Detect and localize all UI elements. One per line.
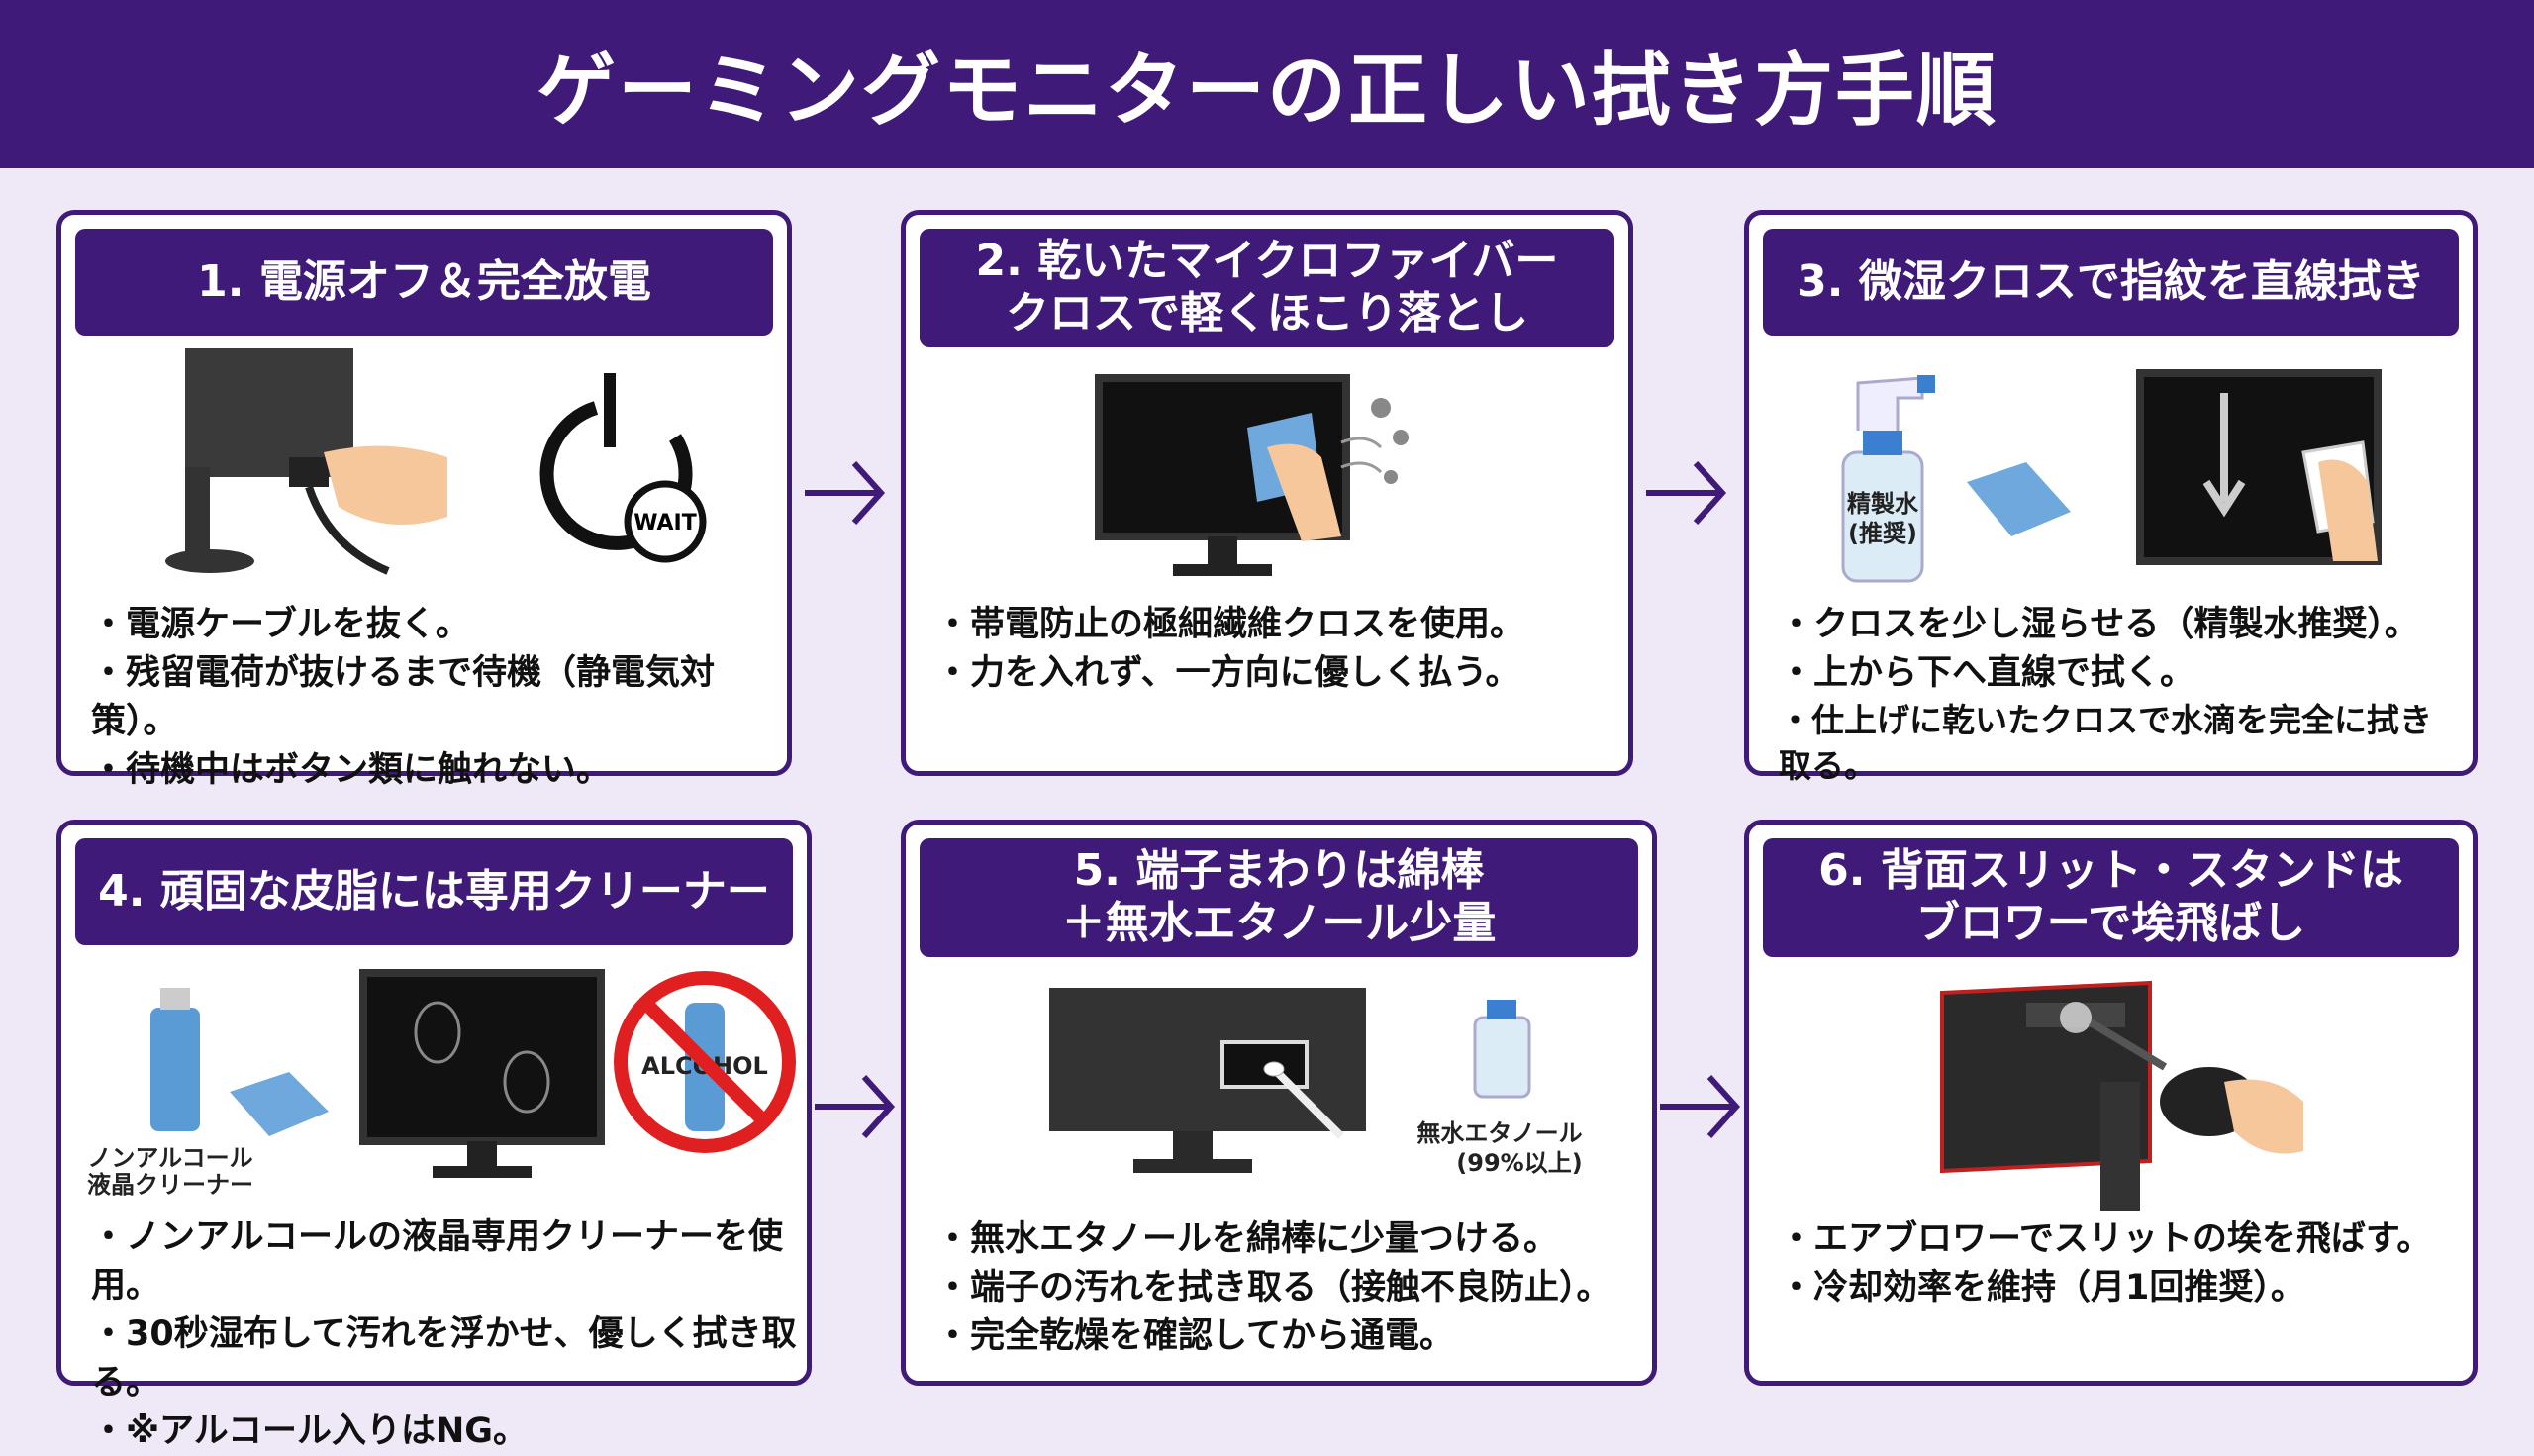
ethanol-bottle-icon: 無水エタノール(99%以上) — [1416, 1000, 1583, 1177]
step-1-panel: 1. 電源オフ＆完全放電 WAIT 電源ケーブルを抜く。 残留電荷が抜けるまで待… — [56, 210, 792, 790]
bullet: 待機中はボタン類に触れない。 — [91, 746, 777, 795]
svg-text:WAIT: WAIT — [634, 511, 697, 535]
bullet: 残留電荷が抜けるまで待機（静電気対策）。 — [91, 649, 777, 746]
arrow-right-icon — [1660, 1074, 1741, 1139]
heading-line: 6. 背面スリット・スタンドは — [1818, 845, 2403, 897]
svg-text:無水エタノール: 無水エタノール — [1416, 1119, 1582, 1147]
step-4-heading: 4. 頑固な皮脂には専用クリーナー — [75, 838, 793, 945]
damp-cloth-icon — [1967, 462, 2071, 536]
svg-text:(推奨): (推奨) — [1848, 520, 1917, 547]
bullet: 完全乾燥を確認してから通電。 — [935, 1312, 1642, 1361]
step-1-bullets: 電源ケーブルを抜く。 残留電荷が抜けるまで待機（静電気対策）。 待機中はボタン類… — [91, 601, 777, 795]
cloth-icon — [230, 1072, 329, 1136]
step-6-heading: 6. 背面スリット・スタンドはブロワーで埃飛ばし — [1763, 838, 2459, 957]
bullet: 電源ケーブルを抜く。 — [91, 601, 777, 649]
bullet: 冷却効率を維持（月1回推奨）。 — [1779, 1264, 2463, 1312]
heading-line: 1. 電源オフ＆完全放電 — [197, 255, 651, 307]
heading-line: クロスで軽くほこり落とし — [1006, 288, 1528, 339]
heading-line: 3. 微湿クロスで指紋を直線拭き — [1797, 255, 2425, 307]
bullet: 30秒湿布して汚れを浮かせ、優しく拭き取る。 — [91, 1310, 797, 1407]
svg-text:精製水: 精製水 — [1847, 490, 1919, 518]
heading-line: ＋無水エタノール少量 — [1061, 898, 1497, 948]
arrow-right-icon — [815, 1074, 896, 1139]
bullet: 力を入れず、一方向に優しく払う。 — [935, 649, 1618, 698]
step-2-heading: 2. 乾いたマイクロファイバークロスで軽くほこり落とし — [920, 229, 1614, 347]
bullet: 端子の汚れを拭き取る（接触不良防止）。 — [935, 1264, 1642, 1312]
step-5-heading: 5. 端子まわりは綿棒＋無水エタノール少量 — [920, 838, 1638, 957]
fingerprint-monitor-icon — [359, 969, 605, 1145]
hand-icon — [324, 445, 447, 525]
bullet: 仕上げに乾いたクロスで水滴を完全に拭き取る。 — [1779, 698, 2463, 789]
dust-icon — [1371, 398, 1409, 484]
heading-line: ブロワーで埃飛ばし — [1915, 898, 2306, 948]
blower-illustration — [1940, 980, 2303, 1211]
step-5-bullets: 無水エタノールを綿棒に少量つける。 端子の汚れを拭き取る（接触不良防止）。 完全… — [935, 1215, 1642, 1361]
step-6-bullets: エアブロワーでスリットの埃を飛ばす。 冷却効率を維持（月1回推奨）。 — [1779, 1215, 2463, 1312]
step-5-panel: 5. 端子まわりは綿棒＋無水エタノール少量 無水エタノール(99%以上) 無水エ… — [901, 820, 1657, 1386]
hand-icon — [2224, 1079, 2303, 1154]
step-4-bullets: ノンアルコールの液晶専用クリーナーを使用。 30秒湿布して汚れを浮かせ、優しく拭… — [91, 1213, 797, 1456]
hand-icon — [1267, 443, 1341, 541]
step-3-heading: 3. 微湿クロスで指紋を直線拭き — [1763, 229, 2459, 336]
bullet: ※アルコール入りはNG。 — [91, 1407, 797, 1456]
hand-icon — [2318, 459, 2378, 561]
bullet: ノンアルコールの液晶専用クリーナーを使用。 — [91, 1213, 797, 1310]
step-3-bullets: クロスを少し湿らせる（精製水推奨）。 上から下へ直線で拭く。 仕上げに乾いたクロ… — [1779, 601, 2463, 789]
heading-line: 4. 頑固な皮脂には専用クリーナー — [98, 865, 770, 917]
step-3-panel: 3. 微湿クロスで指紋を直線拭き 精製水(推奨) クロスを少し湿らせる（精製水推… — [1744, 210, 2478, 785]
svg-text:液晶クリーナー: 液晶クリーナー — [87, 1171, 253, 1199]
down-arrow-icon — [2202, 393, 2246, 518]
bullet: 帯電防止の極細繊維クロスを使用。 — [935, 601, 1618, 649]
spray-bottle-icon: 精製水(推奨) — [1841, 375, 1935, 583]
page-title: ゲーミングモニターの正しい拭き方手順 — [536, 45, 1998, 137]
bullet: 無水エタノールを綿棒に少量つける。 — [935, 1215, 1642, 1264]
dusting-illustration — [1095, 374, 1409, 576]
dust-icon — [2060, 1002, 2092, 1033]
title-bar: ゲーミングモニターの正しい拭き方手順 — [0, 0, 2534, 168]
no-alcohol-icon: ALCOHOL — [614, 971, 796, 1153]
plug-icon — [289, 457, 329, 487]
hdmi-port-icon — [1220, 1040, 1309, 1089]
power-wait-icon: WAIT — [539, 373, 707, 563]
arrow-right-icon — [805, 460, 886, 526]
bullet: 上から下へ直線で拭く。 — [1779, 649, 2463, 698]
svg-text:ノンアルコール: ノンアルコール — [87, 1144, 252, 1172]
cotton-swab-icon — [1274, 1069, 1344, 1139]
step-1-heading: 1. 電源オフ＆完全放電 — [75, 229, 773, 336]
bullet: クロスを少し湿らせる（精製水推奨）。 — [1779, 601, 2463, 649]
svg-text:(99%以上): (99%以上) — [1456, 1149, 1582, 1177]
heading-line: 2. 乾いたマイクロファイバー — [975, 236, 1559, 287]
unplug-illustration: WAIT — [165, 348, 707, 575]
bullet: エアブロワーでスリットの埃を飛ばす。 — [1779, 1215, 2463, 1264]
heading-line: 5. 端子まわりは綿棒 — [1073, 845, 1485, 897]
port-cleaning-illustration: 無水エタノール(99%以上) — [1049, 988, 1583, 1177]
arrow-right-icon — [1646, 460, 1727, 526]
wipe-illustration: 精製水(推奨) — [1841, 369, 2382, 583]
step-2-bullets: 帯電防止の極細繊維クロスを使用。 力を入れず、一方向に優しく払う。 — [935, 601, 1618, 698]
